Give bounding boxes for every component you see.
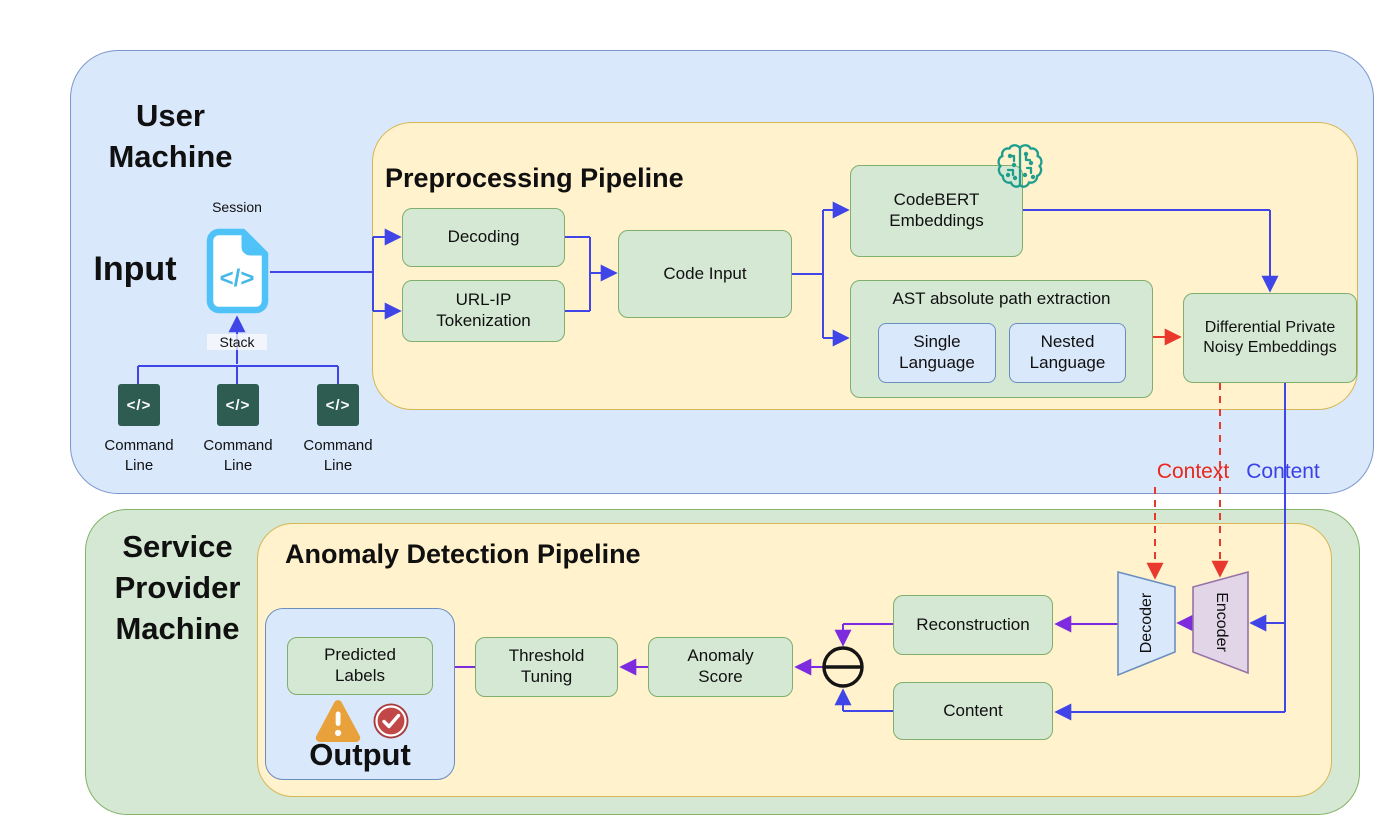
command-line-icon: </> <box>217 384 259 426</box>
check-icon <box>373 703 409 739</box>
node-single-language: Single Language <box>878 323 996 383</box>
command-line-label: Command Line <box>104 437 174 474</box>
node-predicted-labels: Predicted Labels <box>287 637 433 695</box>
node-reconstruction: Reconstruction <box>893 595 1053 655</box>
context-flow-label: Context <box>1156 460 1230 483</box>
brain-circuit-icon <box>997 144 1043 188</box>
session-file-icon: </> <box>206 228 269 314</box>
preprocessing-pipeline-title: Preprocessing Pipeline <box>385 163 684 193</box>
node-url-ip-tokenization: URL-IP Tokenization <box>402 280 565 342</box>
node-nested-language: Nested Language <box>1009 323 1126 383</box>
node-anomaly-score: Anomaly Score <box>648 637 793 697</box>
node-threshold-tuning: Threshold Tuning <box>475 637 618 697</box>
node-code-input: Code Input <box>618 230 792 318</box>
command-line-label: Command Line <box>203 437 273 474</box>
session-label: Session <box>212 199 262 215</box>
content-flow-label: Content <box>1246 460 1320 483</box>
node-decoding: Decoding <box>402 208 565 267</box>
node-ast-extraction: AST absolute path extraction Single Lang… <box>850 280 1153 398</box>
decoder-label: Decoder <box>1138 592 1155 654</box>
command-line-icon: </> <box>317 384 359 426</box>
warning-icon <box>315 700 361 742</box>
command-line-icon: </> <box>118 384 160 426</box>
node-dp-noisy-embeddings: Differential Private Noisy Embeddings <box>1183 293 1357 383</box>
node-content: Content <box>893 682 1053 740</box>
service-provider-title: Service Provider Machine <box>114 529 241 646</box>
ast-extraction-title: AST absolute path extraction <box>892 289 1111 308</box>
anomaly-pipeline-title: Anomaly Detection Pipeline <box>285 539 641 569</box>
user-machine-title: User Machine <box>108 98 233 174</box>
svg-text:</>: </> <box>220 265 255 292</box>
command-line-label: Command Line <box>303 437 373 474</box>
stack-label: Stack <box>207 334 267 350</box>
encoder-label: Encoder <box>1213 592 1230 652</box>
output-label: Output <box>309 737 411 772</box>
input-label: Input <box>93 250 177 288</box>
